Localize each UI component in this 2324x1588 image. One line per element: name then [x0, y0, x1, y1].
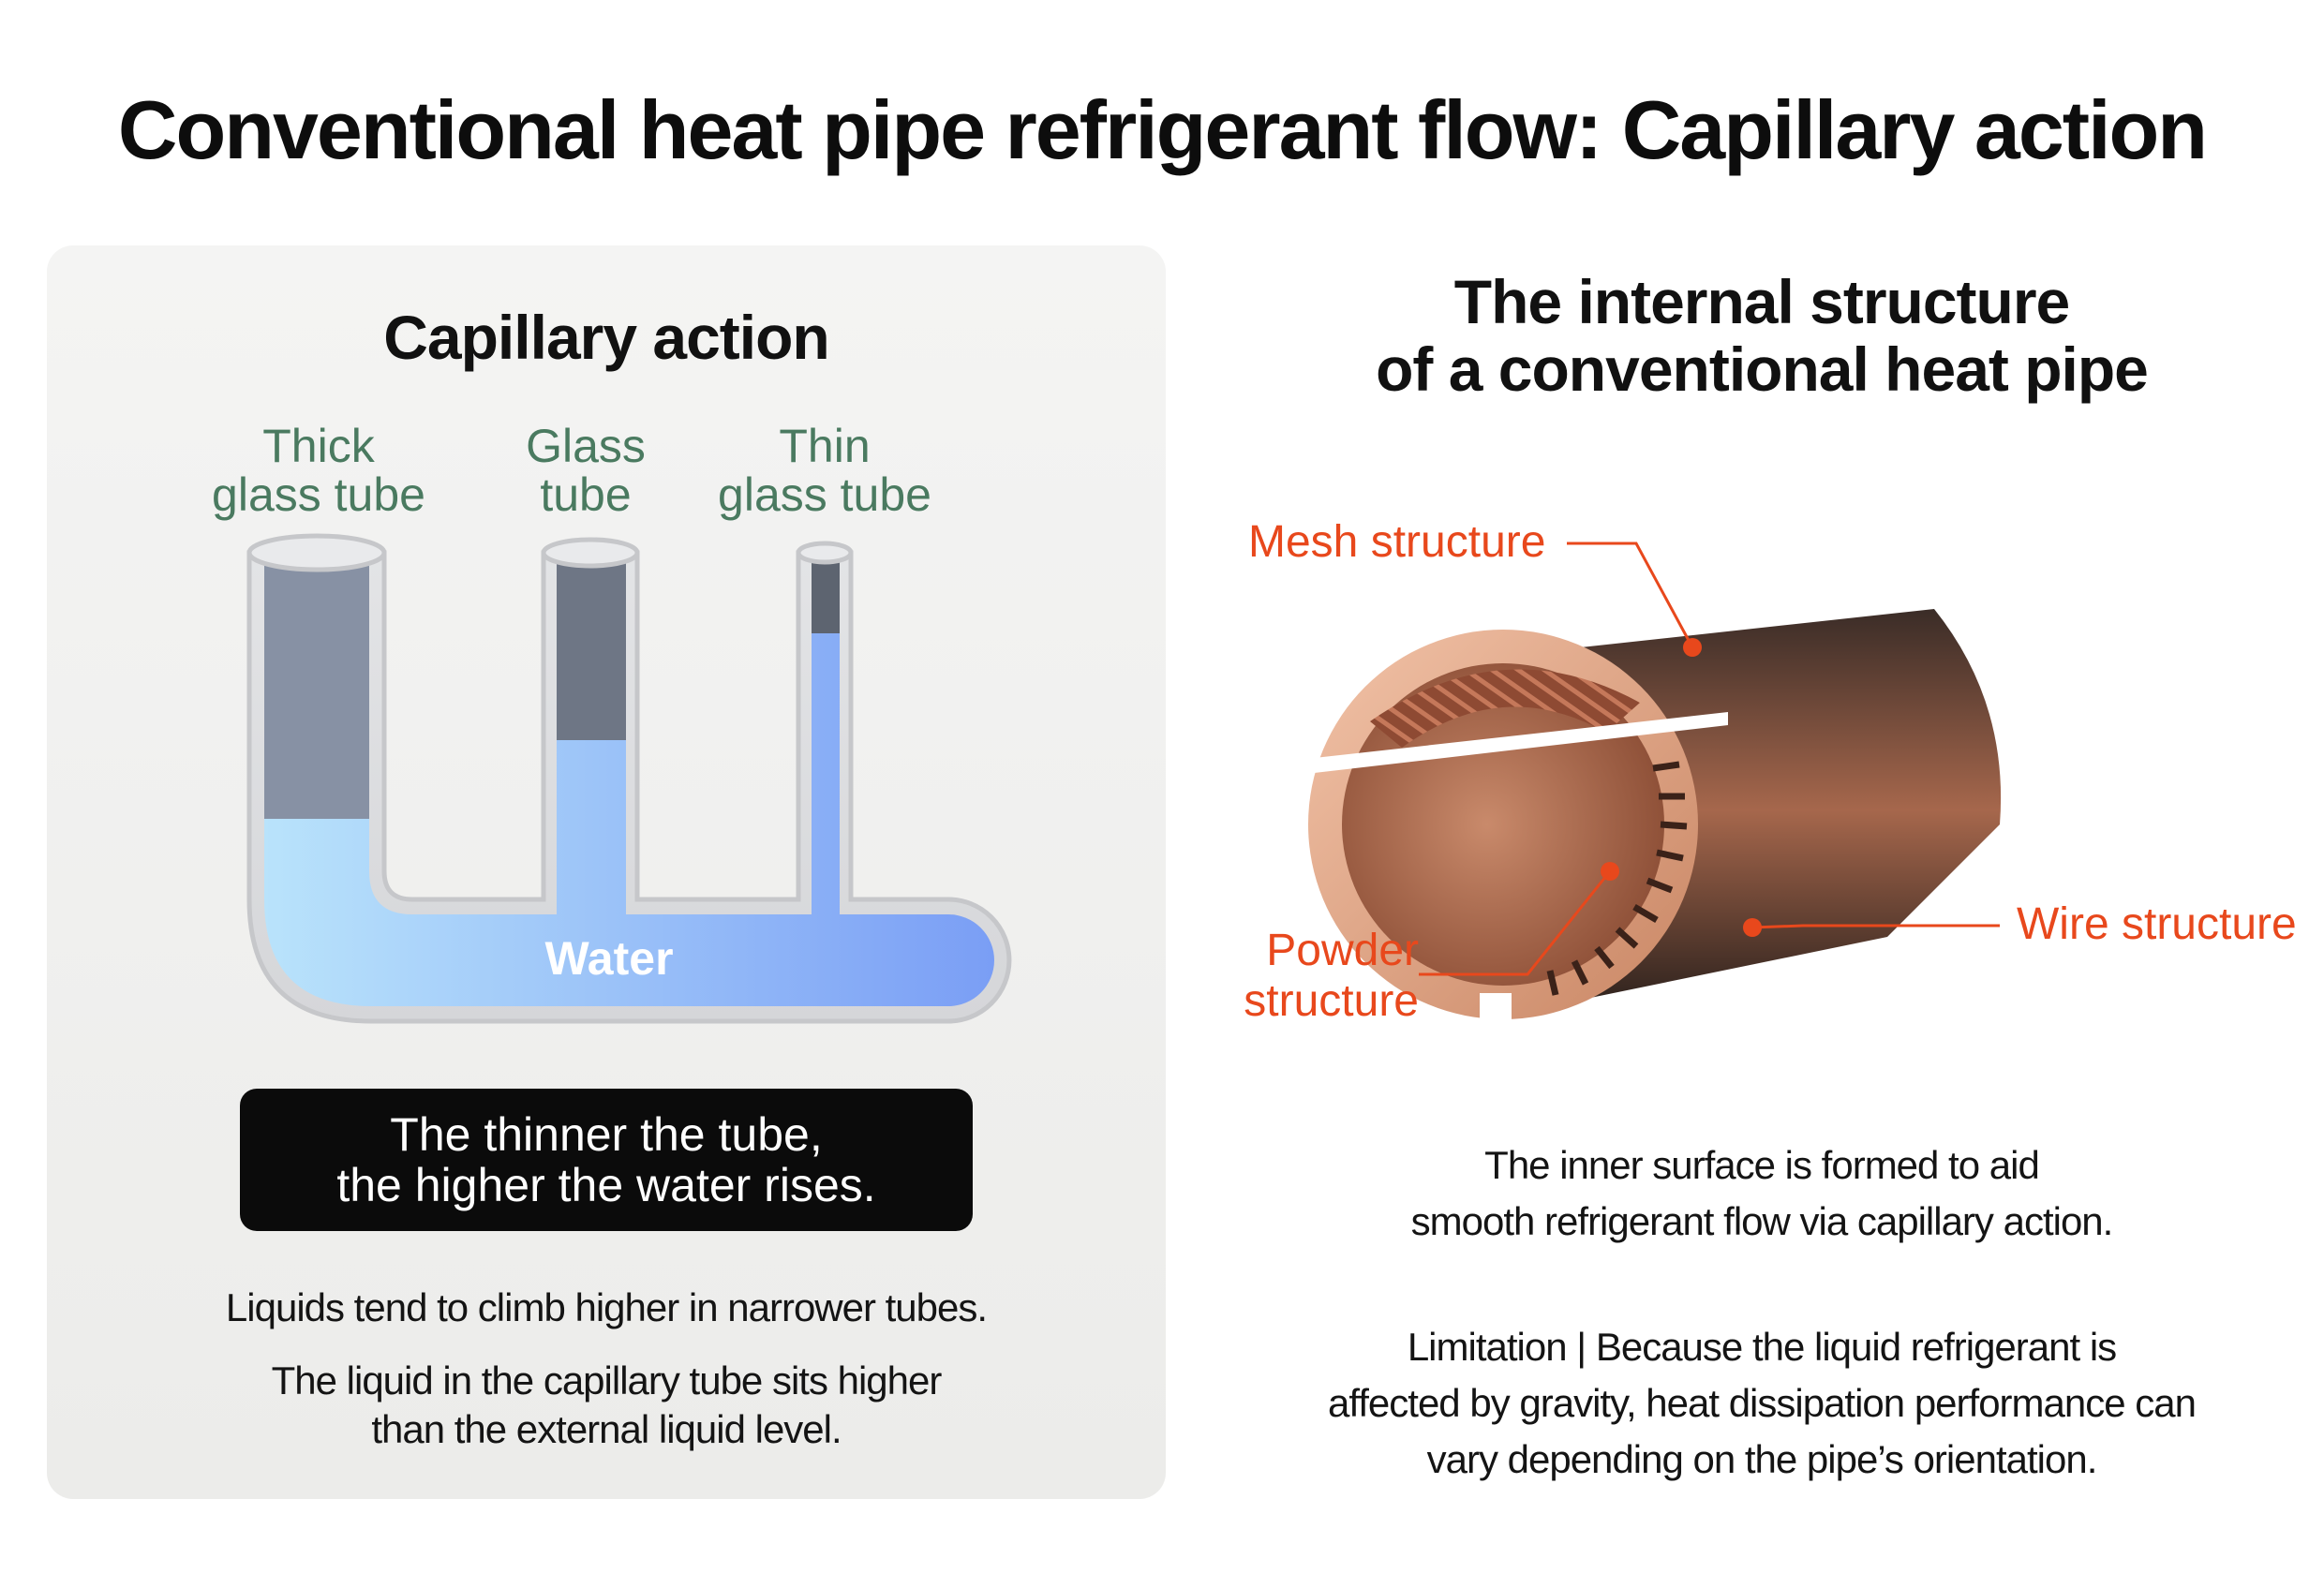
- tube-label-medium-line2: tube: [540, 468, 632, 521]
- tube-label-thin-line2: glass tube: [718, 468, 931, 521]
- heat-pipe-description-1-line2: smooth refrigerant flow via capillary ac…: [1410, 1199, 2114, 1243]
- tube-label-thin-line1: Thin: [779, 420, 871, 472]
- pipe-slit: [1306, 712, 1728, 774]
- tube-label-medium-line1: Glass: [526, 420, 646, 472]
- callout-line2: the higher the water rises.: [336, 1159, 876, 1211]
- tube-label-thin: Thin glass tube: [693, 422, 956, 519]
- heat-pipe-description-2-line3: vary depending on the pipe’s orientation…: [1426, 1437, 2098, 1481]
- callout-line1: The thinner the tube,: [390, 1108, 823, 1161]
- label-mesh-structure: Mesh structure: [1248, 517, 1546, 567]
- heat-pipe-title: The internal structure of a conventional…: [1246, 268, 2277, 403]
- pipe-notch: [1480, 993, 1512, 1031]
- mesh-layer: [1370, 669, 1640, 748]
- page-title: Conventional heat pipe refrigerant flow:…: [117, 83, 2208, 176]
- capillary-description-2-line1: The liquid in the capillary tube sits hi…: [271, 1358, 943, 1402]
- capillary-description-1: Liquids tend to climb higher in narrower…: [225, 1285, 988, 1329]
- label-powder-line1: Powder: [1266, 926, 1419, 975]
- tube-label-thick-line2: glass tube: [212, 468, 425, 521]
- callout-box: The thinner the tube, the higher the wat…: [240, 1089, 973, 1231]
- tube-label-thick: Thick glass tube: [187, 422, 450, 519]
- heat-pipe-description-1-line1: The inner surface is formed to aid: [1484, 1143, 2040, 1187]
- capillary-tubes-diagram: Water: [246, 533, 1012, 1024]
- water-body: [264, 633, 994, 1006]
- tube-mouth-medium: [541, 537, 640, 569]
- label-powder-line2: structure: [1244, 976, 1419, 1026]
- tube-label-medium: Glass tube: [487, 422, 684, 519]
- water-label: Water: [544, 932, 673, 985]
- label-powder-structure: Powder structure: [1171, 926, 1419, 1027]
- heat-pipe-description-1: The inner surface is formed to aid smoot…: [1246, 1141, 2277, 1246]
- leader-lines: [1419, 542, 2000, 976]
- tube-label-thick-line1: Thick: [262, 420, 375, 472]
- heat-pipe-title-line2: of a conventional heat pipe: [1376, 334, 2149, 404]
- tube-mouth-thin: [796, 541, 854, 565]
- air-column-thick: [264, 562, 369, 819]
- heat-pipe-description-2-line2: affected by gravity, heat dissipation pe…: [1327, 1381, 2197, 1425]
- capillary-description-2: The liquid in the capillary tube sits hi…: [47, 1357, 1166, 1454]
- air-column-medium: [557, 562, 626, 740]
- heat-pipe-description-2-line1: Limitation | Because the liquid refriger…: [1407, 1325, 2117, 1369]
- tube-mouth-thick: [246, 533, 387, 572]
- label-wire-structure: Wire structure: [2017, 899, 2297, 949]
- air-column-thin: [812, 562, 840, 633]
- wire-grooves: [1546, 761, 1688, 996]
- capillary-description-2-line2: than the external liquid level.: [371, 1407, 842, 1451]
- capillary-panel-title: Capillary action: [383, 303, 830, 372]
- heat-pipe-description-2: Limitation | Because the liquid refriger…: [1246, 1323, 2277, 1484]
- heat-pipe-cross-section: [1306, 542, 2002, 1031]
- heat-pipe-title-line1: The internal structure: [1453, 267, 2070, 336]
